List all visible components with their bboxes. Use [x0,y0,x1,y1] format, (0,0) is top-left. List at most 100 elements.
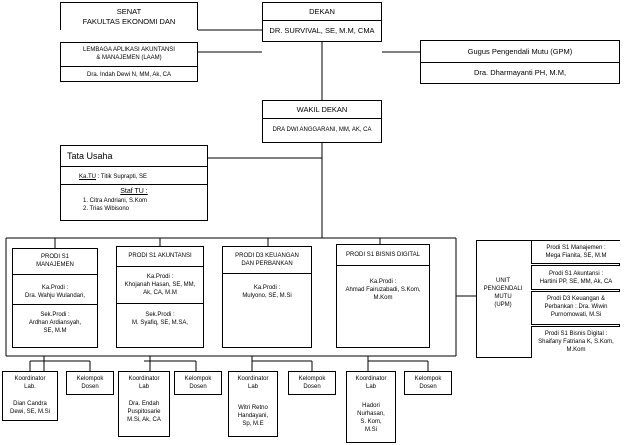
sekprodi-name: Ardhan Ardiansyah, [28,320,82,326]
koordinator-name: M.Si, Ak, CA [127,417,161,423]
koordinator-name: Puspitosarie [127,409,161,415]
koordinator-lab-box: Koordinator Lab Dra. Endah Puspitosarie … [118,371,170,437]
prodi-title: PRODI S1 AKUNTANSI [128,253,192,259]
koordinator-name: Dewi, SE, M.Si [9,409,50,415]
katu-label: Ka.TU [79,174,97,180]
koordinator-name: Hadori [362,403,380,409]
kelompok-dosen-label: Dosen [419,384,437,390]
kelompok-dosen-label: Kelompok [298,376,326,382]
sekprodi-label: Sek.Prodi : [40,312,70,318]
koordinator-name: Handayani, [237,413,269,419]
sekprodi-name: M. Syafiq, SE, M.SA, [131,320,188,326]
koordinator-label: Koordinator [128,376,160,382]
gpm-title: Gugus Pengendali Mutu (GPM) [467,47,573,56]
koordinator-label: Koordinator [14,376,46,382]
kelompok-dosen-label: Kelompok [76,376,104,382]
upm-item-line: M.Kom [566,347,586,353]
kaprodi-name: M.Kom [373,295,393,301]
wakil-dekan-title: WAKIL DEKAN [296,105,348,114]
upm-label: (UPM) [494,302,512,308]
koordinator-lab-box: Koordinator Lab. Dian Candra Dewi, SE, M… [2,371,58,421]
kelompok-dosen-box: Kelompok Dosen [288,371,336,395]
staf-item: 2. Trias Wibisono [83,206,130,212]
koordinator-name: Dra. Endah [128,401,160,407]
kaprodi-label: Ka.Prodi : [369,279,397,285]
senat-line2: FAKULTAS EKONOMI DAN [82,17,176,26]
prodi-title: PRODI S1 [40,254,69,260]
koordinator-label: Lab [365,384,376,390]
tata-usaha-title: Tata Usaha [67,151,113,161]
kelompok-dosen-box: Kelompok Dosen [174,371,222,395]
kaprodi-name: Ahmad Fairuzabadi, S.Kom, [345,287,421,293]
laam-box: LEMBAGA APLIKASI AKUNTANSI & MANAJEMEN (… [60,42,198,82]
koordinator-label: Koordinator [237,376,269,382]
sekprodi-label: Sek.Prodi : [145,312,175,318]
senat-line1: SENAT [116,7,142,16]
laam-line2: & MANAJEMEN (LAAM) [96,55,162,61]
upm-label: PENGENDALI [483,286,523,292]
upm-item: Prodi S1 Manajemen : Mega Fianita, SE, M… [531,241,620,264]
staf-item: 1. Citra Andriani, S.Kom [83,198,148,204]
laam-name: Dra. Indah Dewi N, MM, Ak, CA [86,72,172,78]
sekprodi-name: SE, M.M [43,328,67,334]
koordinator-label: Lab. [24,384,36,390]
kelompok-dosen-box: Kelompok Dosen [404,371,452,395]
upm-item-line: Prodi D3 Keuangan & [546,296,606,302]
prodi-bisnis-digital-box: PRODI S1 BISNIS DIGITAL Ka.Prodi : Ahmad… [336,244,430,348]
koordinator-name: M.Si [365,427,377,433]
kaprodi-label: Ka.Prodi : [253,285,281,291]
kelompok-dosen-label: Dosen [81,384,99,390]
koordinator-name: Dian Candra [13,401,47,407]
dekan-name: DR. SURVIVAL, SE, M.M, CMA [269,26,375,35]
kaprodi-label: Ka.Prodi : [41,285,69,291]
upm-item: Prodi D3 Keuangan & Perbankan : Dra. Wiw… [531,291,620,325]
upm-item: Prodi S1 Bisnis Digital : Shaifany Fatri… [531,326,620,358]
upm-label: UNIT [496,278,510,284]
upm-item-line: Perbankan : Dra. Wiwin [544,304,608,310]
koordinator-name: S. Kom, [360,419,382,425]
upm-box: UNIT PENGENDALI MUTU (UPM) Prodi S1 Mana… [476,240,620,358]
upm-item-line: Purnomowati, M.Si [550,312,602,318]
upm-item-line: Hartini PP, SE, MM, Ak, CA [539,279,613,285]
dekan-title: DEKAN [309,7,335,16]
senat-box: SENAT FAKULTAS EKONOMI DAN [60,2,198,30]
kelompok-dosen-box: Kelompok Dosen [66,371,114,395]
katu-name: : Titik Suprapti, SE [96,174,148,180]
upm-item: Prodi S1 Akuntansi : Hartini PP, SE, MM,… [531,265,620,290]
koordinator-label: Lab [247,384,258,390]
gpm-box: Gugus Pengendali Mutu (GPM) Dra. Dharmay… [420,40,620,84]
kaprodi-name: Ak, CA, M.M [143,290,177,296]
kelompok-dosen-label: Kelompok [184,376,212,382]
prodi-title: PRODI S1 BISNIS DIGITAL [346,252,420,258]
koordinator-lab-box: Koordinator Lab Hadori Nurhasan, S. Kom,… [346,371,396,443]
upm-item-line: Prodi S1 Manajemen : [546,245,606,251]
kaprodi-name: Khojanah Hasan, SE, MM, [124,282,196,288]
tata-usaha-box: Tata Usaha Ka.TU : Titik Suprapti, SE St… [60,145,208,221]
kaprodi-name: Dra. Wahju Wulandari, [24,293,86,299]
laam-line1: LEMBAGA APLIKASI AKUNTANSI [83,47,175,53]
koordinator-label: Lab [138,384,149,390]
upm-item-line: Prodi S1 Bisnis Digital : [544,331,608,337]
staf-label: Staf TU : [120,188,148,195]
koordinator-name: Witri Retno [238,405,268,411]
koordinator-name: Nurhasan, [357,411,385,417]
wakil-dekan-name: DRA DWI ANGGARANI, MM, AK, CA [272,127,372,133]
prodi-title: PRODI D3 KEUANGAN [235,253,299,259]
kaprodi-name: Mulyono, SE, M.Si [242,293,292,299]
kelompok-dosen-label: Dosen [303,384,321,390]
wakil-dekan-box: WAKIL DEKAN DRA DWI ANGGARANI, MM, AK, C… [262,100,382,143]
koordinator-name: Sp, M.E [242,421,264,427]
dekan-box: DEKAN DR. SURVIVAL, SE, M.M, CMA [262,2,382,42]
upm-item-line: Prodi S1 Akuntansi : [548,271,604,277]
upm-item-line: Mega Fianita, SE, M.M [545,253,607,259]
prodi-manajemen-box: PRODI S1 MANAJEMEN Ka.Prodi : Dra. Wahju… [12,248,98,348]
upm-label: MUTU [494,294,512,300]
prodi-title: MANAJEMEN [36,262,74,268]
prodi-title: DAN PERBANKAN [241,261,293,267]
koordinator-label: Koordinator [355,376,387,382]
kelompok-dosen-label: Dosen [189,384,207,390]
prodi-akuntansi-box: PRODI S1 AKUNTANSI Ka.Prodi : Khojanah H… [116,246,204,348]
koordinator-lab-box: Koordinator Lab Witri Retno Handayani, S… [228,371,278,437]
kaprodi-label: Ka.Prodi : [146,274,174,280]
kelompok-dosen-label: Kelompok [414,376,442,382]
